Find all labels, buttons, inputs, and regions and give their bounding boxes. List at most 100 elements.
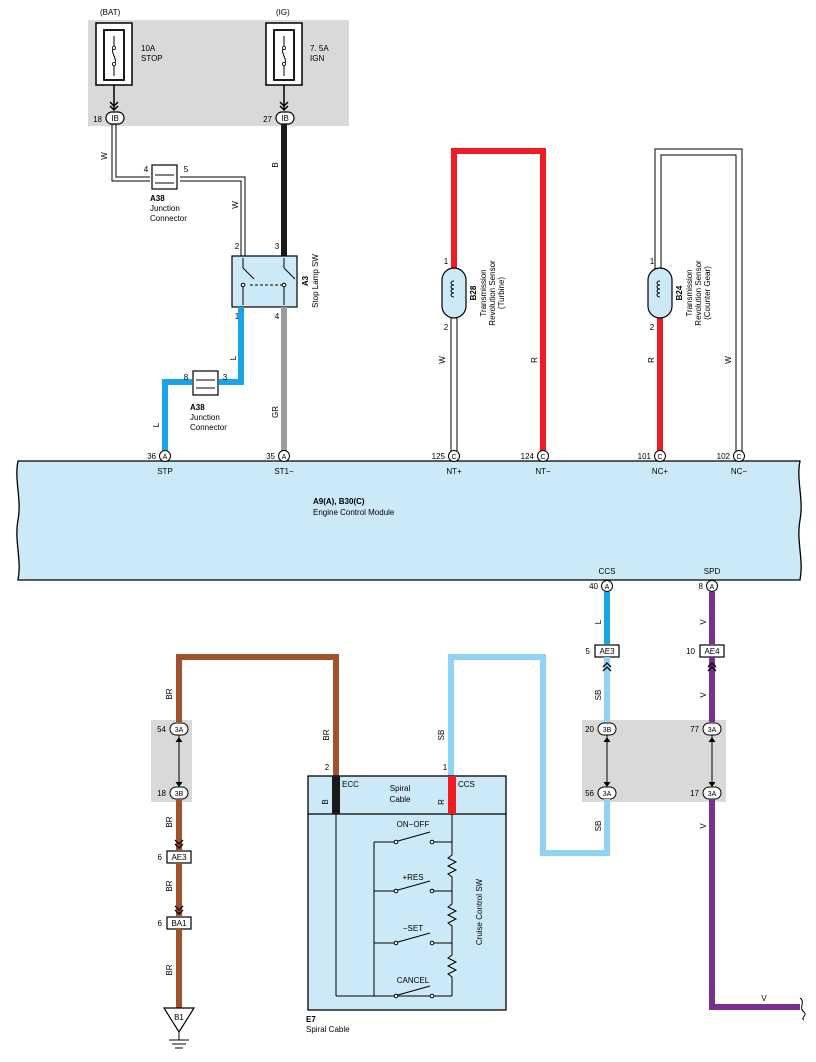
svg-text:CCS: CCS: [599, 567, 616, 576]
svg-text:1: 1: [650, 257, 655, 266]
svg-text:5: 5: [586, 647, 591, 656]
ecm-terminal: A 35 ST1−: [266, 450, 294, 476]
svg-text:1: 1: [235, 312, 240, 321]
svg-text:2: 2: [235, 242, 240, 251]
svg-text:1: 1: [444, 257, 449, 266]
svg-text:A: A: [282, 454, 287, 461]
wire-lightblue: [448, 654, 610, 856]
wire-color-label: V: [699, 619, 708, 625]
spiral-box: [307, 775, 507, 1011]
svg-text:6: 6: [158, 853, 163, 862]
component-code: A38: [150, 194, 165, 203]
ecm-terminal: CCS A 40: [589, 567, 615, 592]
fuse-amp: 10A: [141, 44, 156, 53]
ecm-terminal: C 101 NC+: [638, 450, 668, 476]
wire-color-label: W: [438, 356, 447, 364]
svg-text:8: 8: [184, 373, 189, 382]
svg-text:77: 77: [690, 725, 699, 734]
component-name: Stop Lamp SW: [311, 254, 320, 308]
svg-text:AE4: AE4: [704, 647, 720, 656]
wire-color-label: L: [594, 619, 603, 624]
svg-text:AE3: AE3: [171, 853, 187, 862]
chevron-down-icon: [174, 905, 184, 915]
engine-control-module: A9(A), B30(C) Engine Control Module A 36…: [16, 450, 802, 592]
svg-text:IB: IB: [281, 114, 289, 123]
wire-break-icon: [799, 997, 806, 1021]
svg-text:3A: 3A: [603, 791, 612, 798]
svg-text:NC−: NC−: [731, 467, 748, 476]
wire-brown: [176, 654, 339, 776]
sensor-counter-gear: 1 2 B24 Transmission Revolution Sensor (…: [647, 257, 712, 332]
junction-pin: 3B 18: [157, 786, 189, 800]
chevron-down-icon: [279, 101, 289, 112]
junction-connector-a38-top: 4 5 A38 Junction Connector: [144, 164, 189, 223]
svg-text:AE3: AE3: [599, 647, 615, 656]
fuse-name: IGN: [310, 54, 324, 63]
svg-text:2: 2: [325, 763, 330, 772]
component-code: B28: [469, 285, 478, 300]
wire-color-label: W: [100, 152, 109, 160]
svg-text:124: 124: [521, 452, 535, 461]
svg-text:Junction: Junction: [190, 413, 220, 422]
svg-text:101: 101: [638, 452, 652, 461]
junction-pin: 3A 54: [157, 722, 189, 736]
svg-text:35: 35: [266, 452, 275, 461]
wire-red: [451, 148, 546, 452]
svg-text:17: 17: [690, 789, 699, 798]
svg-text:5: 5: [184, 165, 189, 174]
svg-text:Spiral: Spiral: [390, 784, 411, 793]
svg-text:3B: 3B: [603, 727, 612, 734]
switch-set: −SET: [374, 924, 452, 946]
fuse-source: (IG): [276, 8, 290, 17]
svg-text:(Counter Gear): (Counter Gear): [703, 266, 712, 320]
wire-w-stp: [111, 124, 246, 258]
component-code: A38: [190, 403, 205, 412]
resistor-icon: [446, 943, 458, 996]
wire-color-label: GR: [271, 406, 280, 418]
coil-icon: [450, 280, 455, 298]
svg-text:SPD: SPD: [704, 567, 721, 576]
ecm-terminal: A 36 STP: [147, 450, 173, 476]
double-arrow-icon: [175, 737, 183, 787]
svg-text:ST1−: ST1−: [274, 467, 294, 476]
svg-text:A: A: [710, 584, 715, 591]
wire-color-label: R: [647, 357, 656, 363]
svg-text:NT+: NT+: [446, 467, 462, 476]
wire-color-label: V: [699, 692, 708, 698]
wire-color-label: L: [229, 355, 238, 360]
svg-text:18: 18: [93, 115, 102, 124]
ecm-title: A9(A), B30(C): [313, 497, 365, 506]
component-code: A3: [301, 275, 310, 286]
svg-text:ECC: ECC: [342, 780, 359, 789]
svg-text:54: 54: [157, 725, 166, 734]
wire-color-label: W: [231, 201, 240, 209]
svg-text:3A: 3A: [708, 791, 717, 798]
junction-connector-a38-bottom: 8 3 A38 Junction Connector: [184, 370, 228, 432]
svg-text:6: 6: [158, 919, 163, 928]
svg-text:ON−OFF: ON−OFF: [397, 820, 430, 829]
svg-text:56: 56: [585, 789, 594, 798]
svg-text:Cable: Cable: [390, 795, 411, 804]
fuse-source: (BAT): [100, 8, 121, 17]
svg-text:3: 3: [275, 242, 280, 251]
resistor-icon: [446, 891, 458, 943]
switch-name: Cruise Control SW: [475, 878, 484, 945]
wire-color-label: R: [530, 357, 539, 363]
connector-ae4: AE4 10: [686, 644, 725, 658]
double-arrow-icon: [708, 737, 716, 787]
svg-text:102: 102: [717, 452, 731, 461]
svg-text:Junction: Junction: [150, 204, 180, 213]
svg-text:2: 2: [444, 323, 449, 332]
svg-text:Connector: Connector: [150, 214, 187, 223]
component-code: E7: [306, 1015, 316, 1024]
fuse-box: (BAT) 10A STOP (IG) 7. 5A IGN IB 18 IB 2…: [88, 8, 349, 126]
wire-color-label: BR: [165, 880, 174, 891]
ecm-terminal: C 102 NC−: [717, 450, 748, 476]
svg-text:(Turbine): (Turbine): [497, 277, 506, 309]
junction-pin: 3A 77: [690, 722, 722, 736]
wire-color-label: L: [152, 422, 161, 427]
spiral-cable: 2 1 ECC CCS Spiral Cable B R ON−OFF +RES: [306, 763, 507, 1034]
wire-blue: [162, 379, 192, 452]
svg-text:27: 27: [263, 115, 272, 124]
